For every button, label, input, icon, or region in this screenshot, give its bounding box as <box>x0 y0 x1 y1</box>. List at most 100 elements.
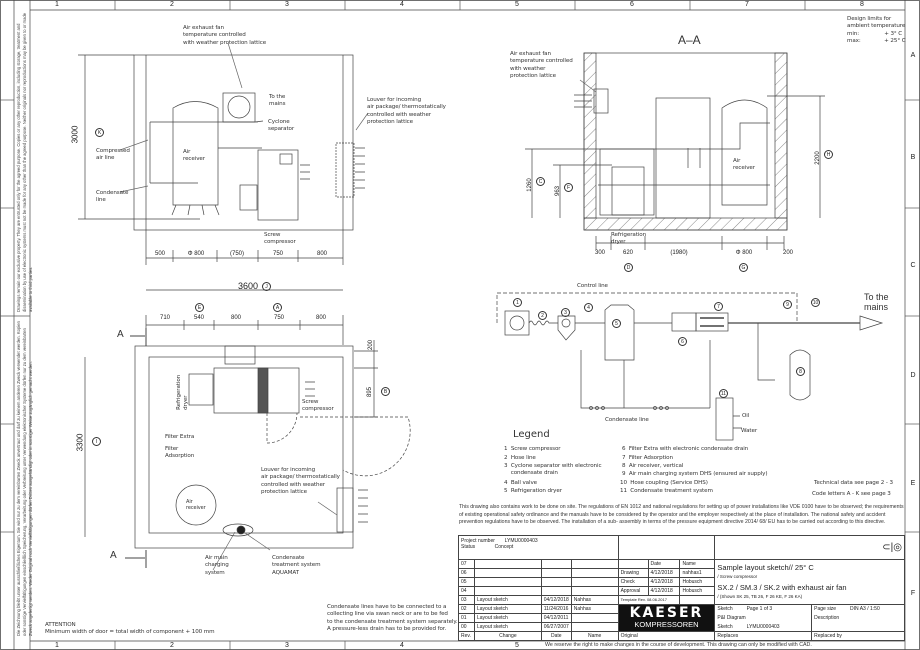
title-block-cell: Replaces <box>714 630 813 642</box>
legend-item-2: 2 Hose line <box>504 455 536 461</box>
title-block-cell: 03 <box>458 594 475 605</box>
sketch-label-2: Sketch <box>717 623 733 630</box>
plan-filter-extra: Filter Extra <box>165 434 195 440</box>
section-dim-4: Φ 800 <box>735 250 753 256</box>
section-dim-2: 620 <box>622 250 633 256</box>
section-dim-3: (1980) <box>670 250 688 256</box>
title-block-cell: Layout sketch <box>473 594 542 605</box>
title-block-cell: 11/24/2016 <box>540 603 572 614</box>
pid-num-7: 7 <box>714 302 723 311</box>
title-block-cell: 4/12/2018 <box>647 576 681 587</box>
column-4-bottom: 4 <box>400 642 404 649</box>
title-block-cell: 04 <box>458 585 475 596</box>
footer-note: We reserve the right to make changes in … <box>545 642 812 648</box>
pid-num-9: 9 <box>783 300 792 309</box>
project-number: LYMU0000403 <box>504 538 538 544</box>
plan-height-code: I <box>92 437 101 446</box>
page-number: Page 1 of 3 <box>746 606 773 613</box>
title-block-cell <box>570 567 619 578</box>
plan-charging-system: Air main charging system <box>205 555 229 576</box>
section-dryer: Refrigeration dryer <box>611 232 647 246</box>
plan-dryer-label: Refrigeration dryer <box>176 374 190 410</box>
elev-air-receiver: Air receiver <box>183 149 205 163</box>
title-block-cell <box>473 585 542 596</box>
title-block-cell <box>473 558 542 569</box>
title-block-cell: Approval <box>617 585 649 596</box>
column-3-bottom: 3 <box>285 642 289 649</box>
title-block-cell: Rev. <box>458 630 475 642</box>
drawing-title: Sample layout sketch// 25° C <box>717 562 814 572</box>
drawing-subtitle: / Screw compressor <box>717 573 758 579</box>
section-title: A–A <box>678 33 701 47</box>
title-block-cell: 06 <box>458 567 475 578</box>
title-block-cell <box>570 585 619 596</box>
title-block-cell: Layout sketch <box>473 603 542 614</box>
elev-screw-compressor: Screw compressor <box>264 232 296 246</box>
plan-dim-2: 540 <box>193 315 204 321</box>
section-view <box>525 52 825 250</box>
pid-to-mains: To the mains <box>864 292 889 312</box>
title-block-cell <box>540 576 572 587</box>
column-1-bottom: 1 <box>55 642 59 649</box>
legend-item-7: 7 Filter Adsorption <box>622 455 673 461</box>
elev-cyclone-label: Cyclone separator <box>268 119 295 133</box>
elev-louver-label: Louver for incoming air package/ thermos… <box>367 97 446 126</box>
plan-filter-adsorption: Filter Adsorption <box>165 446 195 460</box>
title-block-cell <box>473 576 542 587</box>
row-E: E <box>910 480 916 487</box>
sketch-label: Sketch <box>717 606 733 613</box>
section-air-receiver: Air receiver <box>733 158 755 172</box>
title-block-cell: 01 <box>458 612 475 623</box>
elev-dim-4: 750 <box>272 251 283 257</box>
elev-dim-3: (750) <box>229 251 244 257</box>
section-h2200-code: H <box>824 150 833 159</box>
section-h963-code: F <box>564 183 573 192</box>
kaeser-logo: KAESER KOMPRESSOREN <box>617 603 716 632</box>
column-5: 5 <box>515 1 519 8</box>
title-block-cell <box>570 576 619 587</box>
elev-dim-5: 800 <box>316 251 327 257</box>
legend-item-1: 1 Screw compressor <box>504 446 561 452</box>
elev-width-dim: 3600 <box>237 281 259 291</box>
legend-item-9: 9 Air main charging system DHS (ensured … <box>622 471 768 477</box>
title-block-cell: Hobusch <box>679 576 716 587</box>
elev-height-code: K <box>95 128 104 137</box>
title-block-cell: Nahhas <box>570 603 619 614</box>
status-value: Concept <box>494 544 514 550</box>
title-block-cell <box>473 567 542 578</box>
title-block-cell <box>617 535 716 560</box>
pid-label: P&I Diagram <box>714 613 813 623</box>
pid-num-11: 11 <box>719 389 728 398</box>
logo-top: KAESER <box>629 605 704 622</box>
title-block-cell: Nahhas <box>570 594 619 605</box>
pid-control-line: Control line <box>577 283 608 289</box>
pid-num-6: 6 <box>678 337 687 346</box>
page-size: DIN A3 / 1:50 <box>850 606 880 613</box>
elev-width-code: J <box>262 282 271 291</box>
sketch-number: LYMU0000403 <box>746 623 780 630</box>
title-block-cell: 07 <box>458 558 475 569</box>
drawing-subtitle-2: / (Shown SK 25, TB 26, F 26 KE, F 26 KA) <box>717 593 803 599</box>
plan-dim-895-code: B <box>381 387 390 396</box>
column-7: 7 <box>745 1 749 8</box>
title-block-cell: 4/12/2018 <box>647 585 681 596</box>
pid-num-5: 5 <box>612 319 621 328</box>
plan-air-receiver: Air receiver <box>186 499 206 511</box>
column-1: 1 <box>55 1 59 8</box>
section-dim-code-G: G <box>739 263 748 272</box>
title-block-cell: Sketch Page 1 of 3 <box>714 603 813 614</box>
legend-item-8: 8 Air receiver, vertical <box>622 463 684 469</box>
plan-dim-code-A: A <box>273 303 282 312</box>
tech-data-note: Technical data see page 2 - 3 <box>814 480 893 486</box>
column-6: 6 <box>630 1 634 8</box>
elev-dim-2: Φ 800 <box>187 251 205 257</box>
elev-height-dim: 3000 <box>70 125 80 144</box>
pid-num-2: 2 <box>538 311 547 320</box>
elev-dim-1: 500 <box>154 251 165 257</box>
legend-item-11: 11 Condensate treatment system <box>620 488 713 494</box>
title-block-cell <box>540 567 572 578</box>
column-8: 8 <box>860 1 864 8</box>
